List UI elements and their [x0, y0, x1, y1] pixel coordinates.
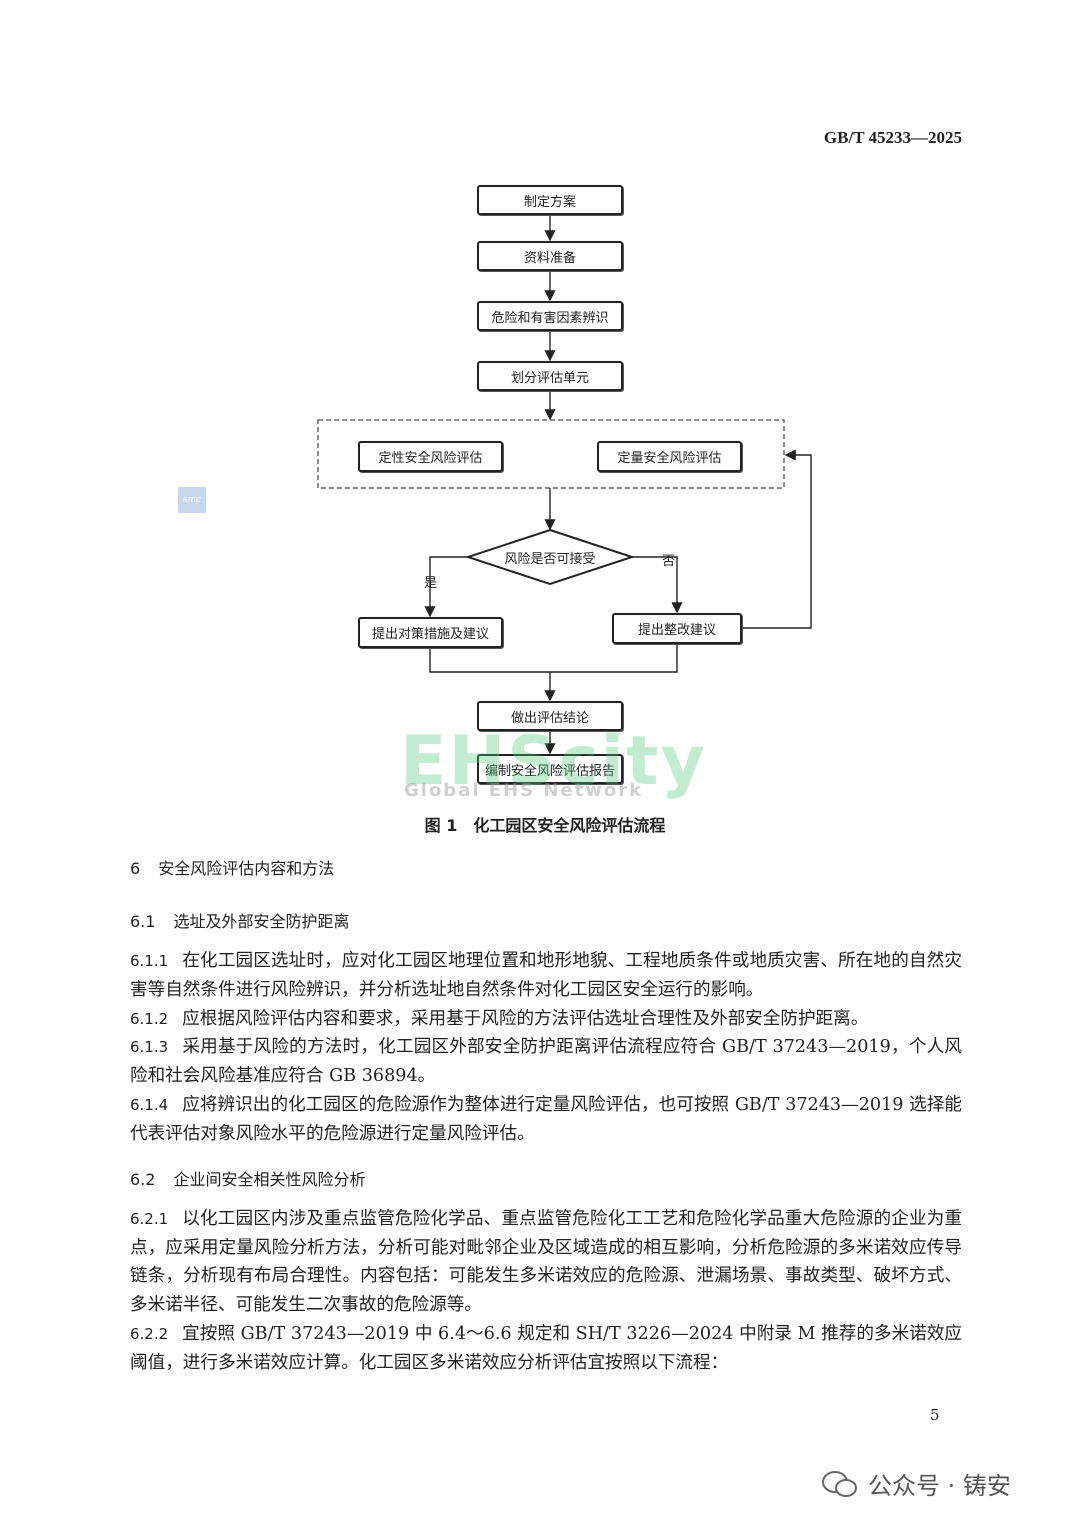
- section-6-1-heading: 6.1 选址及外部安全防护距离: [130, 908, 349, 932]
- clause-number: 6.2.2: [130, 1325, 169, 1343]
- flow-step-qualitative: 定性安全风险评估: [358, 441, 503, 472]
- clause-text: 应将辨识出的化工园区的危险源作为整体进行定量风险评估，也可按照 GB/T 372…: [130, 1095, 962, 1144]
- clause-text: 宜按照 GB/T 37243—2019 中 6.4～6.6 规定和 SH/T 3…: [130, 1324, 962, 1373]
- flow-decision: 风险是否可接受: [504, 552, 596, 567]
- clause-text: 应根据风险评估内容和要求，采用基于风险的方法评估选址合理性及外部安全防护距离。: [182, 1009, 869, 1029]
- figure-caption: 图 1 化工园区安全风险评估流程: [424, 816, 666, 835]
- account-name: 公众号 · 铸安: [868, 1472, 1011, 1500]
- clause-text: 在化工园区选址时，应对化工园区地理位置和地形地貌、工程地质条件或地质灾害、所在地…: [130, 951, 962, 1000]
- clause-number: 6.1.4: [130, 1096, 169, 1114]
- flow-step-hazard-identification: 危险和有害因素辨识: [477, 301, 623, 331]
- flow-step-divide-units: 划分评估单元: [477, 361, 623, 391]
- wechat-footer: 公众号 · 铸安: [820, 1466, 1011, 1501]
- flow-step-countermeasures: 提出对策措施及建议: [358, 617, 503, 648]
- section-title: 安全风险评估内容和方法: [158, 859, 335, 878]
- flow-step-rectification: 提出整改建议: [612, 613, 742, 644]
- watermark-tagline: Global EHS Network: [404, 780, 644, 801]
- page-number: 5: [930, 1406, 940, 1424]
- section-number: 6.2: [130, 1170, 156, 1189]
- flow-yes-label: 是: [424, 576, 438, 591]
- clause-text: 以化工园区内涉及重点监管危险化学品、重点监管危险化工工艺和危险化学品重大危险源的…: [130, 1209, 962, 1315]
- flowchart-connectors: [317, 214, 812, 755]
- section-title: 选址及外部安全防护距离: [173, 912, 350, 931]
- section-title: 企业间安全相关性风险分析: [173, 1170, 366, 1189]
- clause-text: 采用基于风险的方法时，化工园区外部安全防护距离评估流程应符合 GB/T 3724…: [130, 1037, 962, 1086]
- flow-step-quantitative: 定量安全风险评估: [597, 441, 742, 472]
- wechat-icon: [822, 1470, 857, 1497]
- flow-step-conclusion: 做出评估结论: [477, 701, 623, 731]
- clause-number: 6.1.1: [130, 952, 169, 970]
- flow-step-report: 编制安全风险评估报告: [477, 754, 623, 784]
- watermark-small-logo: smc: [178, 487, 206, 513]
- flow-step-data-prep: 资料准备: [477, 241, 623, 271]
- clause-number: 6.1.2: [130, 1010, 169, 1028]
- section-6-2-heading: 6.2 企业间安全相关性风险分析: [130, 1166, 365, 1190]
- flow-no-label: 否: [662, 554, 676, 569]
- section-number: 6: [130, 859, 141, 878]
- clause-number: 6.2.1: [130, 1210, 169, 1228]
- flow-step-plan: 制定方案: [477, 185, 623, 215]
- paragraph-6-1-2: 6.1.2 应根据风险评估内容和要求，采用基于风险的方法评估选址合理性及外部安全防…: [130, 1005, 962, 1034]
- watermark-logo: EHScity: [400, 722, 707, 801]
- section-6-heading: 6 安全风险评估内容和方法: [130, 855, 334, 879]
- section-number: 6.1: [130, 912, 156, 931]
- standard-number: GB/T 45233—2025: [823, 128, 962, 147]
- clause-number: 6.1.3: [130, 1038, 169, 1056]
